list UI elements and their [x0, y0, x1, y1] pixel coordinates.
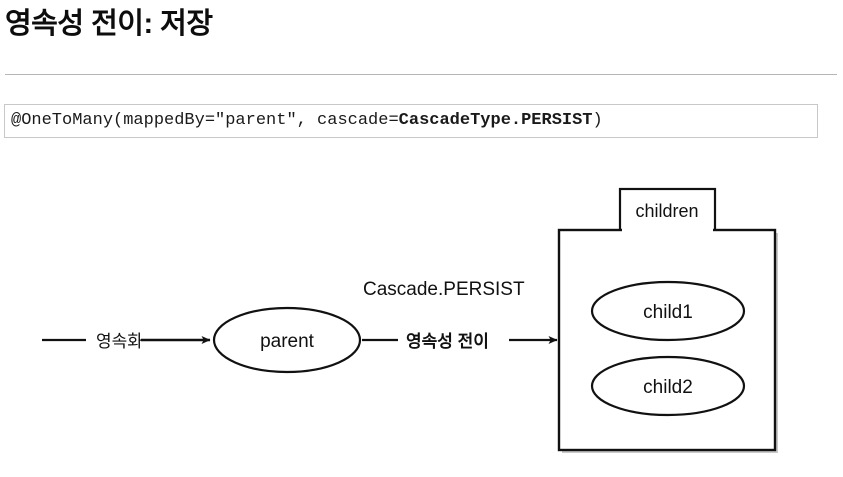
code-prefix: @OneToMany(mappedBy="parent", cascade=: [11, 111, 399, 130]
child1-entity-node: [590, 280, 746, 342]
parent-entity-node: [212, 306, 362, 374]
cascade-persist-diagram: 영속화 parent Cascade.PERSIST 영속성 전이 childr…: [0, 160, 843, 477]
cascade-flow-label: 영속성 전이: [406, 332, 489, 351]
page-title: 영속성 전이: 저장: [5, 8, 213, 40]
children-tab: [618, 187, 717, 233]
child2-entity-node: [590, 355, 746, 417]
child2-node-label: child2: [643, 377, 693, 398]
code-suffix: ): [592, 111, 603, 130]
persist-label: 영속화: [96, 332, 143, 351]
code-annotation-line: @OneToMany(mappedBy="parent", cascade=Ca…: [5, 111, 603, 131]
code-snippet-box: @OneToMany(mappedBy="parent", cascade=Ca…: [4, 104, 818, 138]
children-tab-label: children: [635, 201, 698, 221]
title-divider: [5, 74, 837, 75]
cascade-type-label: Cascade.PERSIST: [363, 279, 525, 300]
child1-node-label: child1: [643, 302, 693, 323]
parent-node-label: parent: [260, 331, 315, 352]
code-emphasis: CascadeType.PERSIST: [398, 111, 593, 130]
